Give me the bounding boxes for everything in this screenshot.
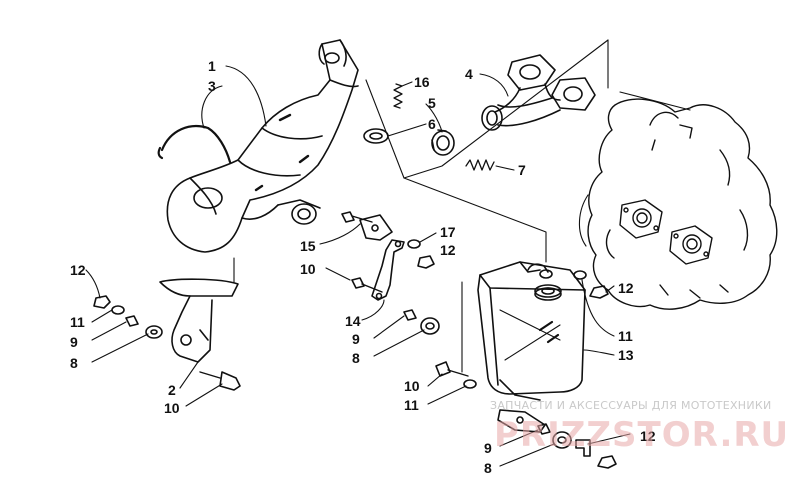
spring-16 [393, 83, 403, 109]
assembly-guide-lines [233, 39, 691, 373]
muffler-bracket [159, 278, 239, 363]
callout-12-center: 12 [440, 242, 456, 258]
callout-11-left: 11 [70, 314, 85, 330]
spring-7 [465, 159, 495, 171]
callout-13: 13 [618, 347, 634, 363]
callout-1: 1 [208, 58, 216, 74]
callout-2: 2 [168, 382, 176, 398]
callout-5: 5 [428, 95, 436, 111]
exhaust-port-upper [619, 199, 663, 239]
callout-10-bottom: 10 [404, 378, 420, 394]
callout-3: 3 [208, 78, 216, 94]
callout-11-right: 11 [618, 328, 633, 344]
callout-14: 14 [345, 313, 361, 329]
mounting-strap [371, 239, 405, 301]
expansion-chamber [166, 39, 359, 253]
watermark-tagline: ЗАПЧАСТИ И АКСЕССУАРЫ ДЛЯ МОТОТЕХНИКИ [490, 399, 772, 412]
callout-9-center: 9 [352, 331, 360, 347]
exhaust-port-lower [669, 225, 713, 265]
callout-6: 6 [428, 116, 436, 132]
mounting-plate [359, 214, 393, 241]
wire-cable [157, 124, 232, 164]
callout-10-left: 10 [164, 400, 180, 416]
leader-lines [85, 65, 631, 467]
callout-10-center: 10 [300, 261, 316, 277]
callout-8-bottom: 8 [484, 460, 492, 476]
callout-11-bottom: 11 [404, 397, 419, 413]
callout-4: 4 [465, 66, 473, 82]
hardware-right [435, 270, 617, 469]
callout-17: 17 [440, 224, 456, 240]
callout-7: 7 [518, 162, 526, 178]
callout-9-left: 9 [70, 334, 78, 350]
callout-9-bottom: 9 [484, 440, 492, 456]
silencer-mount-tab [497, 409, 546, 433]
callout-15: 15 [300, 238, 316, 254]
callout-12-bottom: 12 [640, 428, 656, 444]
callout-16: 16 [414, 74, 430, 90]
callout-8-left: 8 [70, 355, 78, 371]
callout-12-left: 12 [70, 262, 86, 278]
hardware-center [341, 211, 440, 335]
watermark-brand: PRIZZSTOR.RU [494, 415, 789, 455]
callout-8-center: 8 [352, 350, 360, 366]
bolt-lower-left [199, 371, 241, 391]
callout-12-right: 12 [618, 280, 634, 296]
engine-outline [587, 98, 778, 310]
silencer-box [477, 261, 586, 401]
